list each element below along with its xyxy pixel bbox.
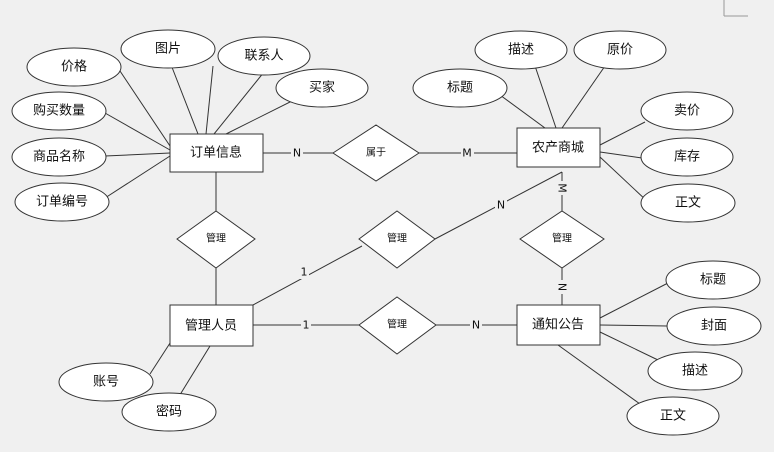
connector [599, 282, 669, 319]
cardinality-label: N [497, 199, 505, 212]
attribute-product-body: 正文 [640, 183, 736, 223]
attribute-label: 订单编号 [36, 195, 88, 210]
attribute-label: 联系人 [244, 49, 283, 64]
attribute-notice-title: 标题 [665, 260, 761, 300]
entity-admin: 管理人员 [169, 304, 254, 347]
attribute-label: 买家 [309, 80, 335, 96]
relationship-manage-notice: 管理 [358, 296, 437, 355]
entity-notice: 通知公告 [516, 304, 601, 346]
attribute-label: 卖价 [674, 104, 700, 119]
attribute-order-contact: 联系人 [217, 36, 311, 76]
connector [557, 344, 641, 405]
attribute-label: 描述 [682, 364, 708, 379]
attribute-label: 图片 [155, 42, 181, 57]
connector [205, 65, 214, 135]
connector [225, 96, 301, 135]
entity-label: 通知公告 [532, 317, 584, 333]
connector [499, 94, 546, 129]
attribute-order-number: 订单编号 [14, 182, 110, 222]
attribute-order-buyer: 买家 [275, 68, 369, 108]
cardinality-label: M [556, 183, 569, 193]
connector [149, 339, 173, 375]
connector [561, 65, 606, 129]
relationship-label: 属于 [366, 147, 386, 159]
attribute-label: 密码 [156, 404, 182, 420]
attribute-admin-password: 密码 [121, 392, 217, 432]
attribute-label: 账号 [93, 375, 119, 390]
connector [599, 324, 668, 327]
attribute-label: 原价 [607, 43, 633, 58]
attribute-label: 描述 [508, 43, 534, 58]
cardinality-label: M [462, 147, 472, 160]
entity-label: 订单信息 [190, 145, 242, 161]
relationship-label: 管理 [206, 232, 226, 245]
cardinality-label: 1 [301, 266, 308, 279]
connector [117, 67, 171, 147]
entity-order: 订单信息 [169, 133, 264, 173]
connector [104, 155, 171, 199]
relationship-label: 管理 [387, 318, 407, 331]
attribute-notice-body: 正文 [626, 396, 720, 436]
connector [599, 121, 646, 146]
attribute-notice-cover: 封面 [666, 306, 762, 346]
attribute-product-stock: 库存 [640, 137, 734, 177]
cardinality-label: N [556, 283, 569, 291]
attribute-label: 库存 [674, 149, 700, 165]
attribute-label: 商品名称 [33, 149, 85, 165]
attribute-label: 正文 [675, 196, 701, 211]
connector [104, 112, 171, 151]
attribute-order-quantity: 购买数量 [11, 91, 107, 131]
attribute-label: 标题 [447, 81, 473, 96]
attribute-product-title: 标题 [412, 68, 508, 108]
entity-label: 管理人员 [185, 319, 237, 334]
connector [599, 151, 643, 159]
attribute-order-image: 图片 [120, 29, 216, 69]
relationship-manage-product: 管理 [358, 210, 436, 269]
connector [104, 152, 171, 157]
connector [599, 156, 649, 203]
connector [599, 331, 659, 361]
attribute-admin-account: 账号 [58, 362, 154, 402]
connector [177, 345, 211, 399]
attribute-label: 购买数量 [33, 103, 85, 119]
connector [167, 56, 199, 135]
cardinality-label: N [293, 147, 301, 160]
relationship-belongs: 属于 [332, 124, 420, 182]
attribute-order-product-name: 商品名称 [11, 137, 107, 177]
relationship-label: 管理 [387, 232, 407, 245]
entity-product: 农产商城 [516, 127, 601, 168]
relationship-label: 管理 [552, 232, 572, 245]
relationship-manage-order: 管理 [176, 210, 256, 269]
attribute-product-sale-price: 卖价 [640, 91, 734, 131]
entity-label: 农产商城 [532, 141, 584, 156]
connector [532, 59, 557, 129]
attribute-product-original-price: 原价 [573, 30, 667, 70]
attribute-product-desc: 描述 [474, 30, 568, 70]
attribute-notice-desc: 描述 [647, 351, 743, 391]
attribute-order-price: 价格 [26, 47, 122, 87]
attribute-label: 正文 [660, 409, 686, 424]
relationship-manage-product-notice: 管理 [519, 210, 605, 269]
cardinality-label: 1 [303, 319, 310, 332]
connector [213, 71, 265, 135]
attribute-label: 封面 [701, 319, 727, 334]
attribute-label: 标题 [700, 273, 726, 288]
cardinality-label: N [472, 319, 480, 332]
attribute-label: 价格 [61, 59, 87, 75]
